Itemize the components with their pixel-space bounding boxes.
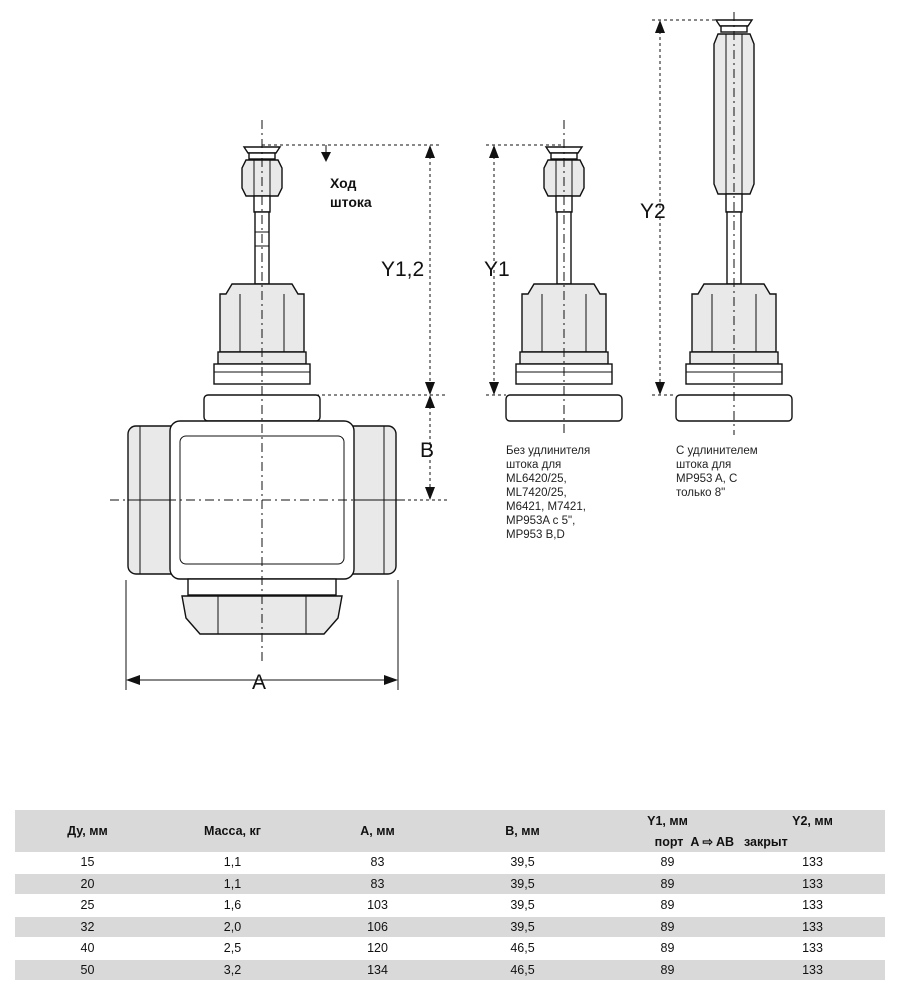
cell-y1: 89 (595, 916, 740, 938)
dim-label-a: A (252, 671, 266, 694)
header-y2: Y2, мм (740, 810, 885, 831)
header-a: A, мм (305, 810, 450, 852)
cell-y1: 89 (595, 894, 740, 917)
cell-y2: 133 (740, 916, 885, 938)
cell-a: 83 (305, 852, 450, 874)
valve-without-extension (505, 120, 623, 435)
cell-a: 120 (305, 937, 450, 960)
cell-b: 46,5 (450, 937, 595, 960)
cell-a: 103 (305, 894, 450, 917)
header-y1: Y1, мм (595, 810, 740, 831)
dim-label-y1: Y1 (484, 258, 510, 281)
cell-b: 39,5 (450, 916, 595, 938)
cell-b: 39,5 (450, 852, 595, 874)
dim-label-y2: Y2 (640, 200, 666, 223)
header-port-arrow: ⇨ (702, 835, 713, 849)
table-subheader-row: порт A ⇨ AB закрыт (15, 831, 885, 852)
dimensions-table: Ду, мм Масса, кг A, мм B, мм Y1, мм Y2, … (15, 810, 885, 981)
cell-dn: 25 (15, 894, 160, 917)
table-header-row: Ду, мм Масса, кг A, мм B, мм Y1, мм Y2, … (15, 810, 885, 852)
cell-mass: 2,0 (160, 916, 305, 938)
valve-with-extension (675, 12, 793, 435)
header-b: B, мм (450, 810, 595, 852)
cell-b: 39,5 (450, 894, 595, 917)
cell-y1: 89 (595, 937, 740, 960)
stroke-label-line2: штока (330, 194, 372, 210)
cell-dn: 15 (15, 852, 160, 874)
cell-mass: 1,1 (160, 873, 305, 895)
header-dn: Ду, мм (15, 810, 160, 852)
cell-y2: 133 (740, 937, 885, 960)
cell-mass: 1,1 (160, 852, 305, 874)
cell-mass: 2,5 (160, 937, 305, 960)
cell-dn: 32 (15, 916, 160, 938)
cell-dn: 20 (15, 873, 160, 895)
dimension-lines (125, 19, 716, 690)
cell-b: 39,5 (450, 873, 595, 895)
cell-a: 134 (305, 959, 450, 981)
header-port-a: A (690, 835, 699, 849)
cell-y1: 89 (595, 959, 740, 981)
cell-a: 106 (305, 916, 450, 938)
cell-mass: 3,2 (160, 959, 305, 981)
cell-b: 46,5 (450, 959, 595, 981)
cell-a: 83 (305, 873, 450, 895)
header-port-label: порт (654, 835, 684, 849)
header-mass: Масса, кг (160, 810, 305, 852)
cell-y2: 133 (740, 959, 885, 981)
cell-y2: 133 (740, 894, 885, 917)
cell-dn: 50 (15, 959, 160, 981)
valve-dimension-drawing: Ход штока Y1,2 Y1 Y2 B A (110, 12, 793, 694)
header-port-ab: AB (715, 835, 734, 849)
cell-y1: 89 (595, 873, 740, 895)
note-without-extension: Без удлинителя штока для ML6420/25, ML74… (506, 445, 591, 541)
dim-label-y12: Y1,2 (381, 258, 424, 281)
header-port: порт A ⇨ AB (595, 831, 740, 852)
dim-label-b: B (420, 439, 434, 462)
cell-y2: 133 (740, 873, 885, 895)
cell-mass: 1,6 (160, 894, 305, 917)
header-closed: закрыт (740, 831, 885, 852)
stroke-label-line1: Ход (330, 175, 357, 191)
cell-dn: 40 (15, 937, 160, 960)
cell-y1: 89 (595, 852, 740, 874)
cell-y2: 133 (740, 852, 885, 874)
note-with-extension: С удлинителем штока для MP953 A, C тольк… (676, 445, 758, 499)
valve-main-view (110, 120, 412, 665)
